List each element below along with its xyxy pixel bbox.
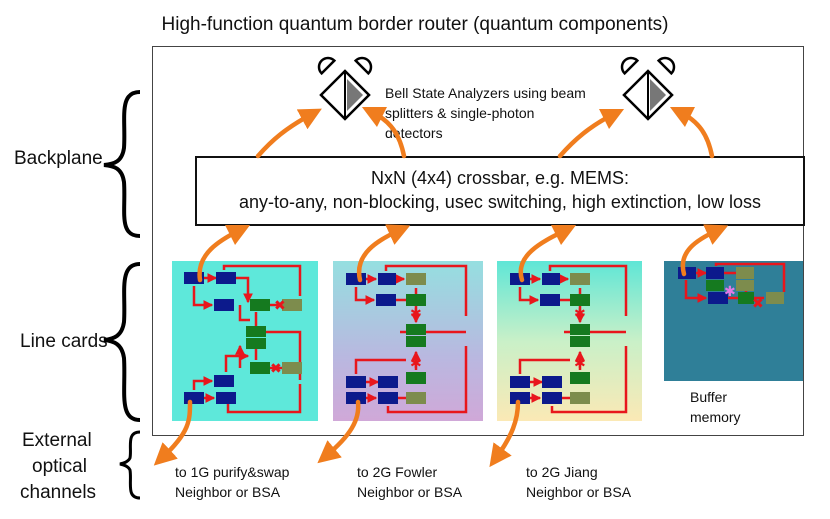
svg-text:✱: ✱ [410, 356, 422, 372]
channel-1-line-1: to 1G purify&swap [175, 464, 290, 480]
crossbar-line-1: NxN (4x4) crossbar, e.g. MEMS: [370, 168, 630, 188]
svg-text:✖: ✖ [270, 361, 282, 377]
line-cards-label: Line cards [20, 331, 108, 352]
bsa-text-2: splitters & single-photon [385, 105, 535, 121]
line-card-buffer-qubits: ✱ ✖ [678, 267, 784, 312]
backplane-label: Backplane [14, 148, 103, 169]
svg-text:✱: ✱ [574, 356, 586, 372]
line-card-3-circuit [518, 264, 628, 414]
page-title: High-function quantum border router (qua… [161, 14, 669, 35]
brace-icon [119, 430, 141, 500]
external-label-1: External [22, 430, 92, 451]
brace-icon [103, 90, 141, 238]
bell-state-analyzer-icon [317, 56, 373, 121]
line-card-1-circuit [192, 264, 302, 414]
bell-state-analyzer-icon [620, 56, 676, 121]
line-card-1-qubits: ✖ ✖ [184, 272, 302, 404]
crossbar-box: NxN (4x4) crossbar, e.g. MEMS: any-to-an… [195, 156, 805, 226]
external-label-3: channels [20, 482, 97, 503]
buffer-label-1: Buffer [690, 389, 728, 405]
channel-2-line-2: Neighbor or BSA [357, 484, 463, 500]
router-box [152, 46, 804, 436]
photon-paths [153, 106, 729, 468]
external-label-2: optical [32, 456, 87, 477]
line-card-3-qubits: ✱ ✱ [510, 273, 590, 404]
crossbar-line-2: any-to-any, non-blocking, usec switching… [239, 192, 761, 212]
channel-2-line-1: to 2G Fowler [357, 464, 438, 480]
svg-text:✖: ✖ [752, 296, 764, 312]
svg-text:✱: ✱ [410, 306, 422, 322]
buffer-label-2: memory [690, 409, 741, 425]
svg-text:✱: ✱ [574, 306, 586, 322]
channel-3-line-1: to 2G Jiang [526, 464, 598, 480]
channel-3-line-2: Neighbor or BSA [526, 484, 632, 500]
svg-text:✱: ✱ [724, 284, 736, 300]
line-card-2-qubits: ✱ ✱ [346, 273, 426, 404]
bsa-text-1: Bell State Analyzers using beam [385, 85, 586, 101]
brace-icon [103, 262, 141, 422]
channel-1-line-2: Neighbor or BSA [175, 484, 281, 500]
svg-text:✖: ✖ [274, 298, 286, 314]
